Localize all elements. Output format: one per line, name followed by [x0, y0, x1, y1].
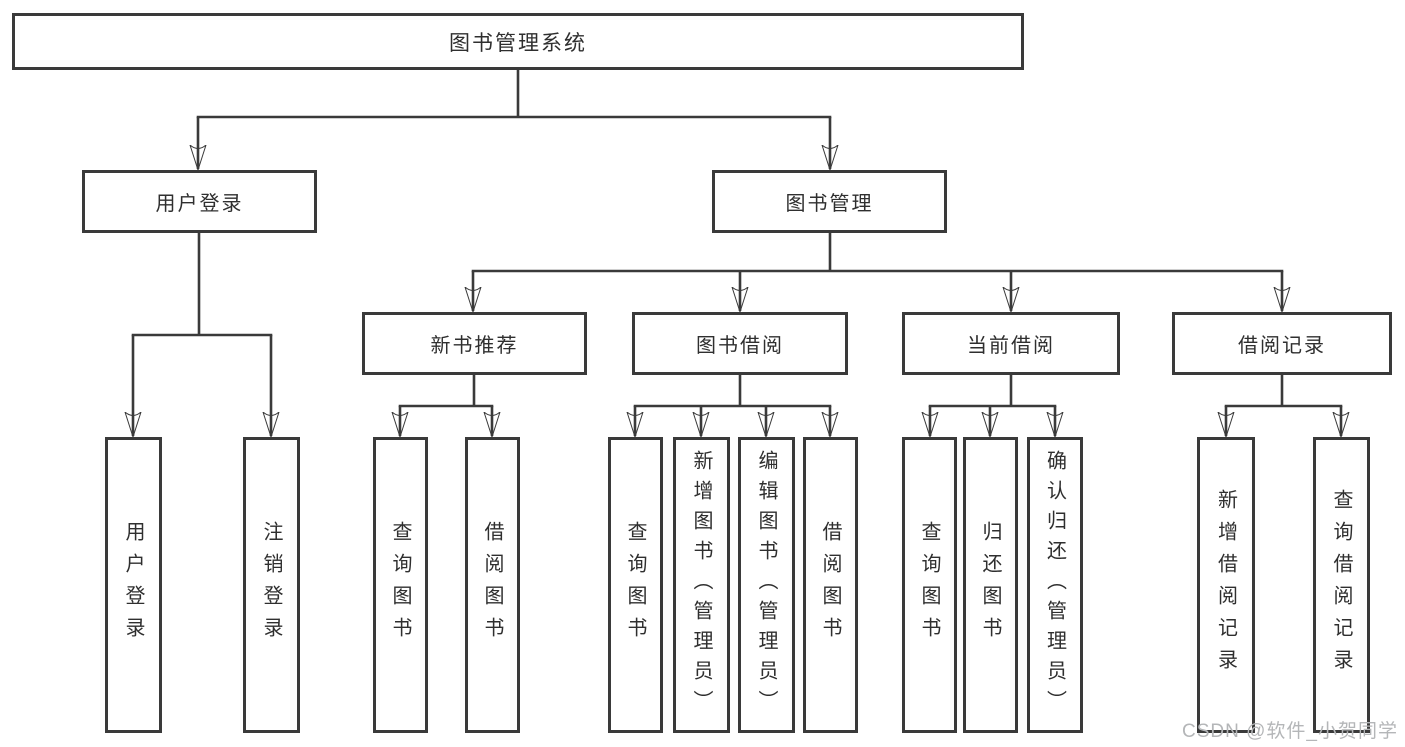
tree-rails: [131, 68, 1343, 408]
leaf-query-books-borrow: 查询图书: [608, 437, 663, 733]
leaf-add-borrow-record: 新增借阅记录: [1197, 437, 1255, 733]
leaf-borrow-books: 借阅图书: [803, 437, 858, 733]
leaf-query-books-recommend: 查询图书: [373, 437, 428, 733]
tree-arrows: [133, 117, 1341, 436]
leaf-logout: 注销登录: [243, 437, 300, 733]
leaf-user-login: 用户登录: [105, 437, 162, 733]
leaf-add-books-admin: 新增图书（管理员）: [673, 437, 730, 733]
node-book-borrowing: 图书借阅: [632, 312, 848, 375]
leaf-return-books: 归还图书: [963, 437, 1018, 733]
node-library-management-system: 图书管理系统: [12, 13, 1024, 70]
node-user-login: 用户登录: [82, 170, 317, 233]
node-borrowing-records: 借阅记录: [1172, 312, 1392, 375]
leaf-borrow-books-recommend: 借阅图书: [465, 437, 520, 733]
leaf-query-borrow-record: 查询借阅记录: [1313, 437, 1370, 733]
leaf-confirm-return-admin: 确认归还（管理员）: [1027, 437, 1083, 733]
node-book-management: 图书管理: [712, 170, 947, 233]
node-new-book-recommendation: 新书推荐: [362, 312, 587, 375]
node-current-borrowing: 当前借阅: [902, 312, 1120, 375]
leaf-edit-books-admin: 编辑图书（管理员）: [738, 437, 795, 733]
csdn-watermark: CSDN @软件_小贺同学: [1182, 721, 1398, 742]
leaf-query-books-current: 查询图书: [902, 437, 957, 733]
